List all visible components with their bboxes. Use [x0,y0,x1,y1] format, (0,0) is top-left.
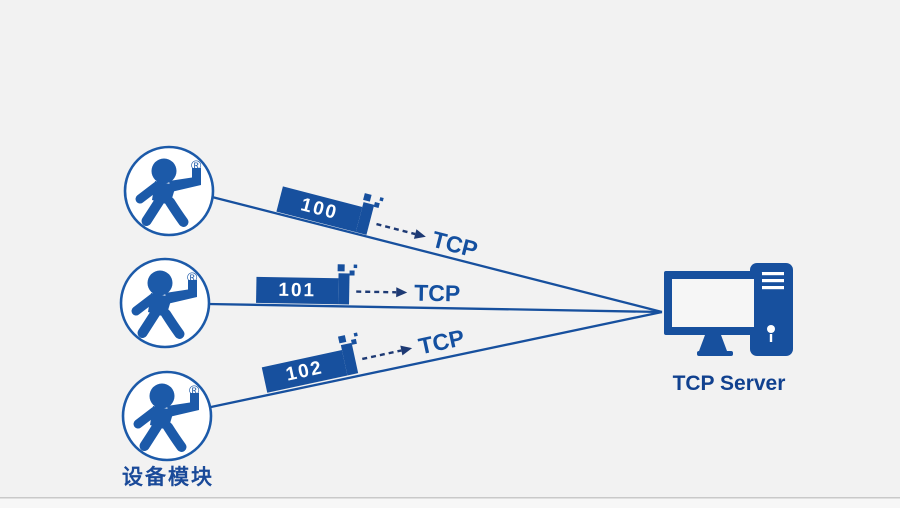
packet-tab [338,273,350,305]
connection-line-middle [207,302,663,314]
tower-vent-line [760,286,784,290]
tcp-protocol-label: TCP [414,280,460,307]
devices-group-label: 设备模块 [122,465,214,489]
arrowhead-icon [400,345,413,356]
page-footer-strip [0,498,900,508]
packet-box [276,186,363,233]
tcp-protocol-label: TCP [429,226,480,263]
power-button-icon [767,325,775,333]
dashed-arrow-line [356,290,397,294]
pixel-square [353,264,358,269]
flow-row-1: 100 TCP [276,186,480,263]
packet-tab [340,342,359,376]
dashed-arrow-line [376,222,416,236]
arrowhead-icon [396,287,408,298]
pixel-square [350,338,357,345]
flow-row-2: 101 TCP [256,264,460,307]
device-module-icon-3 [123,372,211,460]
packet-box [256,276,339,305]
tcp-server-icon [664,263,793,356]
connection-line-bottom [210,310,663,409]
power-button-stem [769,334,773,342]
page-footer-divider [0,497,900,499]
dashed-arrow-line [362,349,402,361]
pixel-square [337,335,347,344]
packet-label: 101 [278,280,316,302]
packet-tab [355,202,375,235]
server-label: TCP Server [673,372,786,395]
device-module-icon-1 [125,147,213,235]
pixel-square [353,332,358,337]
tower-vent-line [760,272,784,276]
monitor-stand [699,335,727,351]
pixel-square [373,201,380,209]
device-module-icon-2 [121,259,209,347]
monitor-screen [672,279,754,327]
monitor-base [697,351,733,356]
packet-box [261,350,348,393]
pixel-square [379,197,384,202]
flow-row-3: 102 TCP [261,324,467,393]
pixel-square [337,264,345,272]
pixel-square [363,193,372,202]
connection-line-top [211,195,663,314]
connection-lines [207,195,663,409]
tower-vent-line [760,279,784,283]
arrowhead-icon [413,229,426,239]
pixel-square [349,270,355,276]
